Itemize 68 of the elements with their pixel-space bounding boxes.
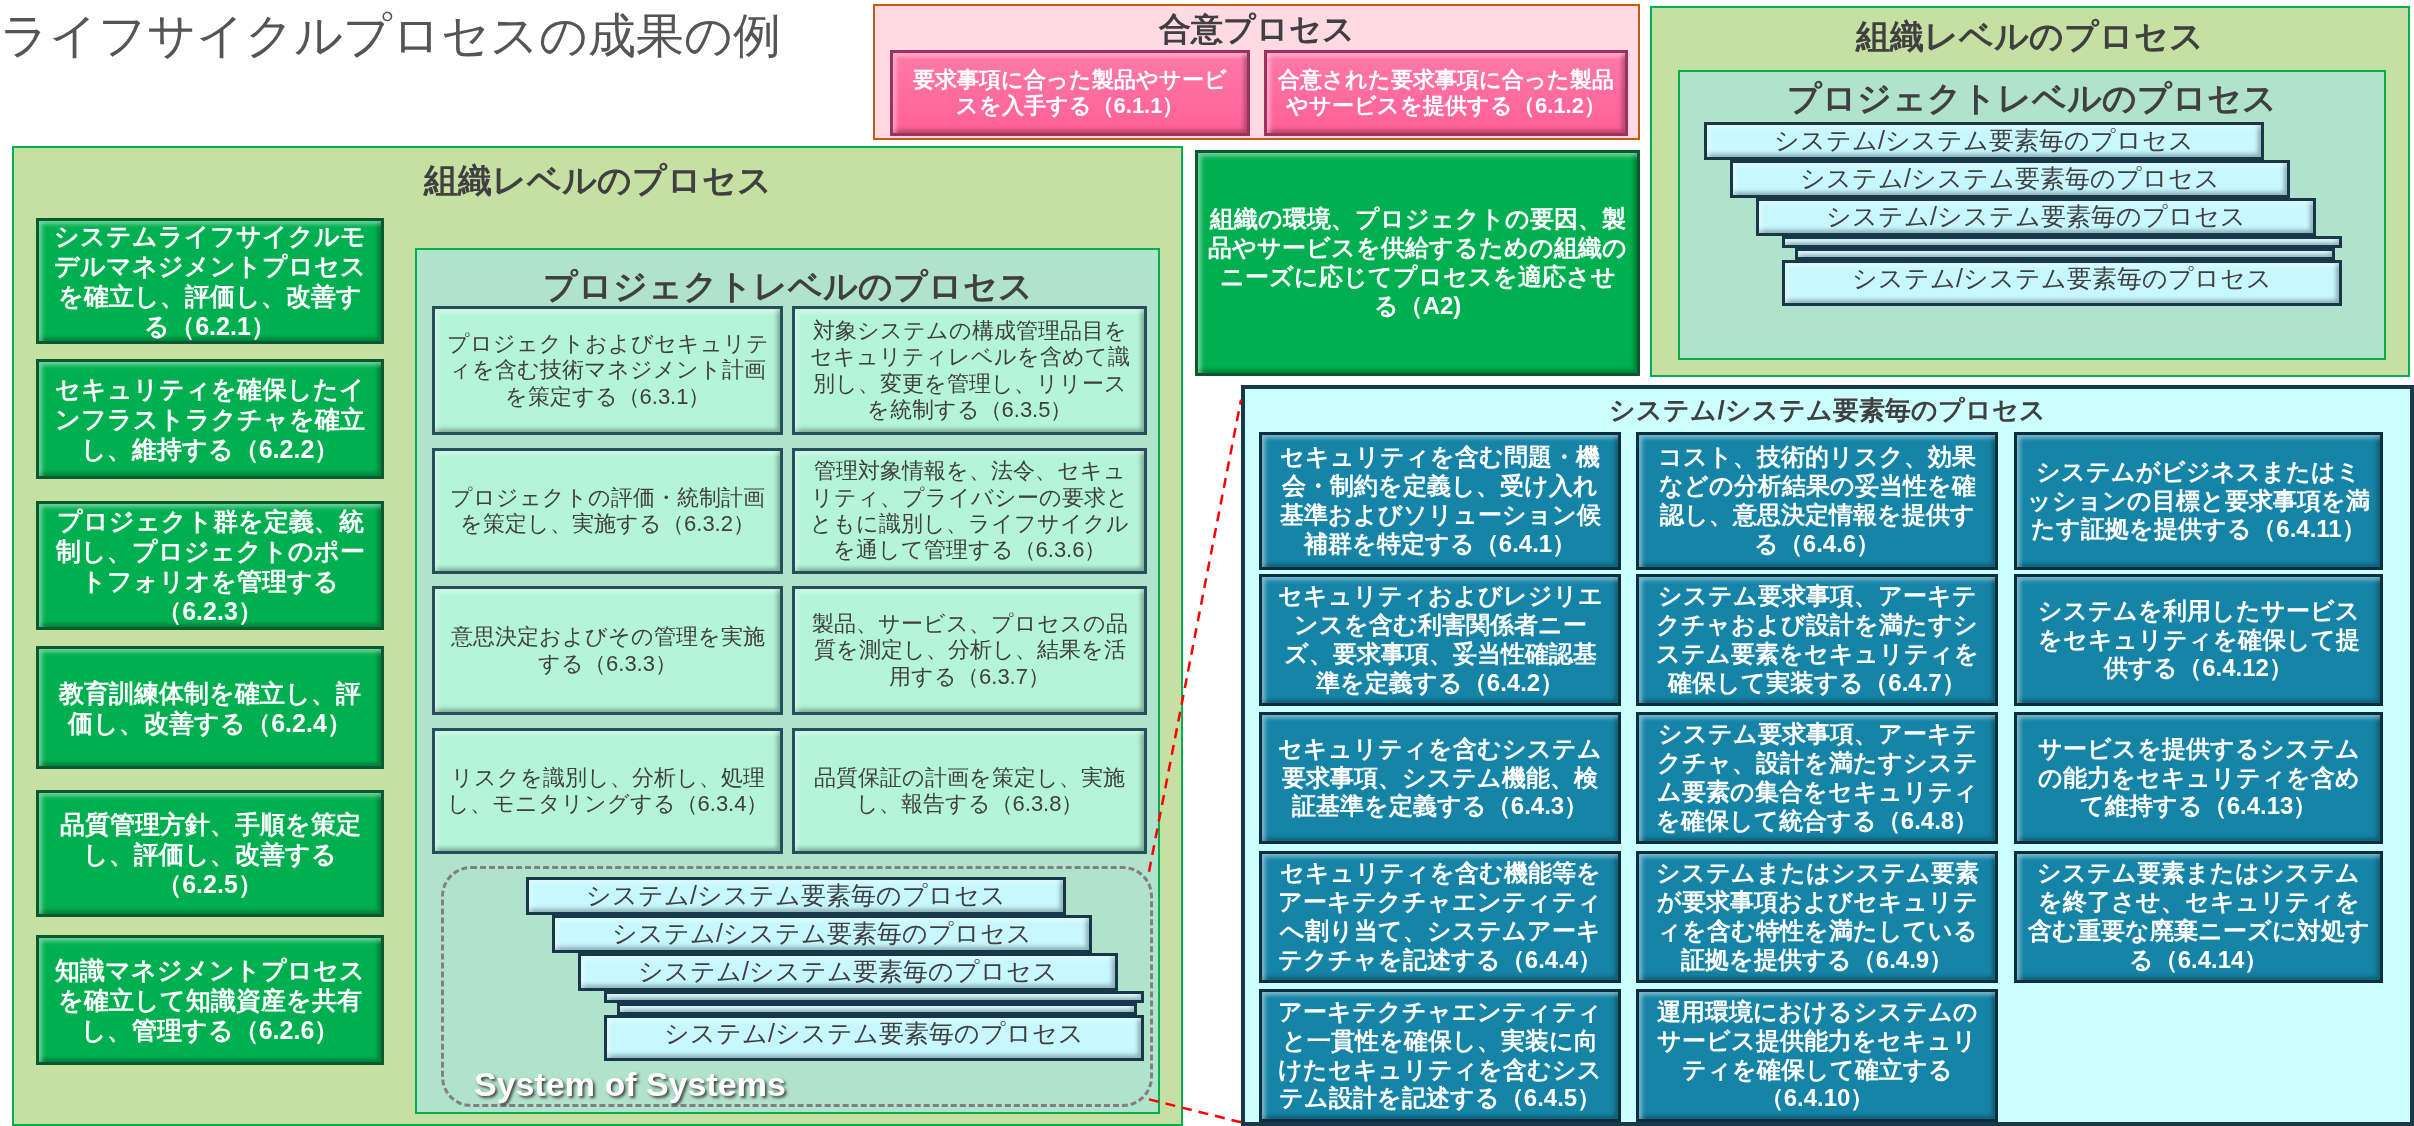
process-box: プロジェクトおよびセキュリティを含む技術マネジメント計画を策定する（6.3.1） (432, 306, 783, 435)
process-box: セキュリティおよびレジリエンスを含む利害関係者ニーズ、要求事項、妥当性確認基準を定義する（6.4.2） (1259, 574, 1621, 706)
process-box: 運用環境におけるシステムのサービス提供能力をセキュリティを確保して確立する（6.4.10） (1636, 989, 1998, 1122)
card-title: システム/システム要素毎のプロセス (1851, 263, 2273, 293)
group-title: 組織レベルのプロセス (1854, 16, 2205, 57)
dashed-region (441, 866, 1153, 1107)
process-box: システム要求事項、アーキテクチャおよび設計を満たすシステム要素をセキュリティを確保して実装する（6.4.7） (1636, 574, 1998, 706)
process-box: サービスを提供するシステムの能力をセキュリティを含めて維持する（6.4.13） (2014, 712, 2383, 844)
group-label: System of Systems (474, 1065, 786, 1104)
page-title: ライフサイクルプロセスの成果の例 (0, 8, 781, 64)
process-box: 意思決定およびその管理を実施する（6.3.3） (432, 586, 783, 715)
stacked-card (617, 1003, 1137, 1015)
group-title: プロジェクトレベルのプロセス (541, 266, 1034, 307)
process-box: システムライフサイクルモデルマネジメントプロセスを確立し、評価し、改善する（6.2.1） (36, 218, 384, 344)
process-box: 管理対象情報を、法令、セキュリティ、プライバシーの要求とともに識別し、ライフサイクルを通して管理する（6.3.6） (792, 448, 1147, 574)
process-box: 知識マネジメントプロセスを確立して知識資産を共有し、管理する（6.2.6） (36, 935, 384, 1065)
group-panel (415, 248, 1160, 1114)
process-box: 組織の環境、プロジェクトの要因、製品やサービスを供給するための組織のニーズに応じてプロセスを適応させる（A2) (1195, 150, 1640, 376)
stacked-card (578, 953, 1118, 991)
process-box: 合意された要求事項に合った製品やサービスを提供する（6.1.2） (1264, 50, 1628, 136)
group-title: 組織レベルのプロセス (422, 160, 773, 201)
card-title: システム/システム要素毎のプロセス (611, 918, 1033, 948)
stacked-card (1782, 260, 2342, 306)
group-panel (1241, 385, 2414, 1126)
process-box: セキュリティを含む問題・機会・制約を定義し、受け入れ基準およびソリューション候補群を特定する（6.4.1） (1259, 432, 1621, 570)
process-box: セキュリティを含むシステム要求事項、システム機能、検証基準を定義する（6.4.3） (1259, 712, 1621, 844)
process-box: システムがビジネスまたはミッションの目標と要求事項を満たす証拠を提供する（6.4.11） (2014, 432, 2383, 570)
card-title: システム/システム要素毎のプロセス (663, 1018, 1085, 1048)
process-box: 品質管理方針、手順を策定し、評価し、改善する（6.2.5） (36, 790, 384, 917)
stacked-card (526, 877, 1066, 915)
stacked-card (1782, 236, 2342, 248)
group-panel (1678, 70, 2386, 360)
stacked-card (604, 991, 1144, 1003)
card-title: システム/システム要素毎のプロセス (1799, 163, 2221, 193)
process-box: セキュリティを含む機能等をアーキテクチャエンティティへ割り当て、システムアーキテクチャを記述する（6.4.4） (1259, 851, 1621, 983)
process-box: プロジェクト群を定義、統制し、プロジェクトのポートフォリオを管理する（6.2.3） (36, 501, 384, 630)
process-box: システムまたはシステム要素が要求事項およびセキュリティを含む特性を満たしている証拠を提供する（6.4.9） (1636, 851, 1998, 983)
process-box: 対象システムの構成管理品目をセキュリティレベルを含めて識別し、変更を管理し、リリースを統制する（6.3.5） (792, 306, 1147, 435)
process-box: システム要求事項、アーキテクチャ、設計を満たすシステム要素の集合をセキュリティを確保して統合する（6.4.8） (1636, 712, 1998, 844)
process-box: システム要素またはシステムを終了させ、セキュリティを含む重要な廃棄ニーズに対処する（6.4.14） (2014, 851, 2383, 983)
card-title: システム/システム要素毎のプロセス (585, 880, 1007, 910)
stacked-card (1730, 160, 2290, 198)
process-box: セキュリティを確保したインフラストラクチャを確立し、維持する（6.2.2） (36, 359, 384, 479)
group-panel (1650, 6, 2410, 377)
process-box: 製品、サービス、プロセスの品質を測定し、分析し、結果を活用する（6.3.7） (792, 586, 1147, 715)
process-box: アーキテクチャエンティティと一貫性を確保し、実装に向けたセキュリティを含むシステム設計を記述する（6.4.5） (1259, 989, 1621, 1122)
card-title: システム/システム要素毎のプロセス (1773, 125, 2195, 155)
group-title: 合意プロセス (1157, 10, 1356, 49)
stacked-card (604, 1015, 1144, 1061)
card-title: システム/システム要素毎のプロセス (1825, 201, 2247, 231)
group-title: プロジェクトレベルのプロセス (1786, 78, 2278, 119)
stacked-card (1756, 198, 2316, 236)
process-box: システムを利用したサービスをセキュリティを確保して提供する（6.4.12） (2014, 574, 2383, 706)
stacked-card (1704, 122, 2264, 160)
group-title: システム/システム要素毎のプロセス (1608, 394, 2047, 427)
leader-line (1148, 1098, 1242, 1124)
group-panel (873, 4, 1640, 140)
process-box: リスクを識別し、分析し、処理し、モニタリングする（6.3.4） (432, 728, 783, 854)
process-box: 品質保証の計画を策定し、実施し、報告する（6.3.8） (792, 728, 1147, 854)
process-box: 要求事項に合った製品やサービスを入手する（6.1.1） (890, 50, 1250, 136)
leader-line (1147, 399, 1243, 872)
stacked-card (1795, 248, 2335, 260)
card-title: システム/システム要素毎のプロセス (637, 956, 1059, 986)
stacked-card (552, 915, 1092, 953)
process-box: コスト、技術的リスク、効果などの分析結果の妥当性を確認し、意思決定情報を提供する（6.4.6） (1636, 432, 1998, 570)
process-box: プロジェクトの評価・統制計画を策定し、実施する（6.3.2） (432, 448, 783, 574)
process-box: 教育訓練体制を確立し、評価し、改善する（6.2.4） (36, 646, 384, 769)
group-panel (12, 146, 1183, 1126)
